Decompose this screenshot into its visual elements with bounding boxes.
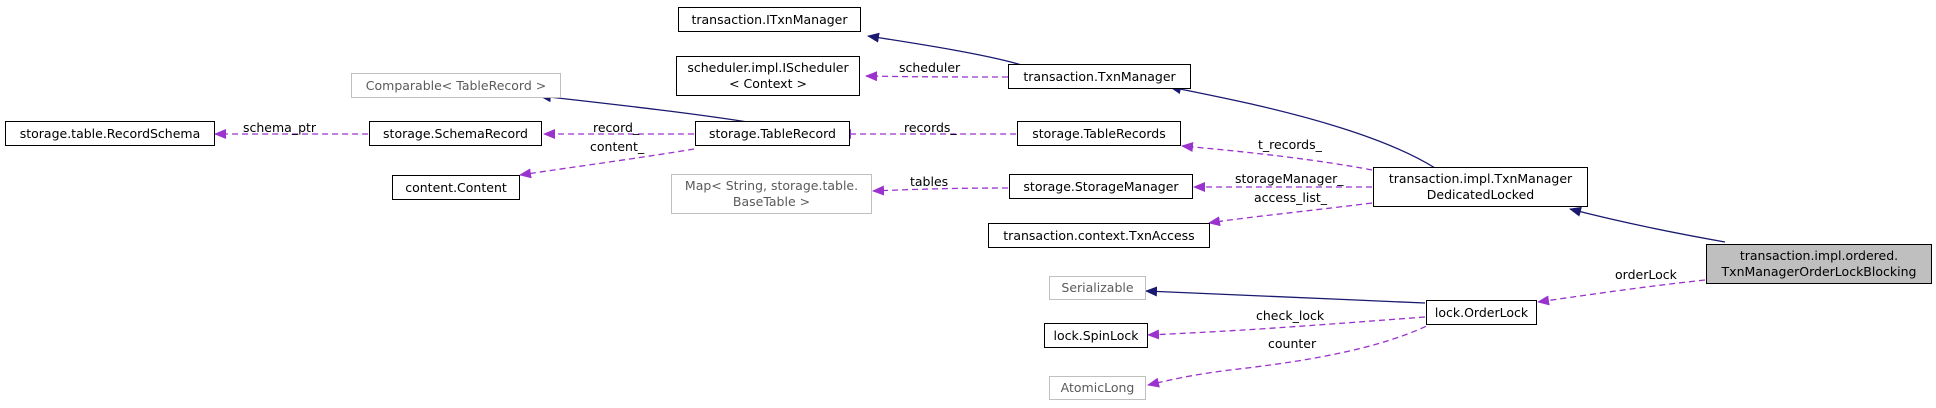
node-tablerecords[interactable]: storage.TableRecords (1017, 121, 1181, 146)
edge-orderlock-to-serializable (1145, 286, 1426, 304)
node-storagemanager[interactable]: storage.StorageManager (1009, 174, 1193, 199)
edge-tablerecord-to-comparable (539, 92, 761, 125)
node-comparable-label: Comparable< TableRecord > (365, 77, 547, 93)
edge-label-records: records_ (904, 120, 957, 135)
node-recordschema-label: storage.table.RecordSchema (19, 125, 201, 141)
edge-dedicated-t-records (1181, 141, 1373, 171)
edge-tablerecord-content (519, 148, 695, 179)
node-focus-label-1: transaction.impl.ordered. (1739, 248, 1899, 263)
node-dedicated[interactable]: transaction.impl.TxnManager DedicatedLoc… (1373, 167, 1588, 207)
node-dedicated-label-1: transaction.impl.TxnManager (1388, 171, 1573, 186)
edge-label-counter: counter (1268, 336, 1317, 351)
node-txnaccess[interactable]: transaction.context.TxnAccess (988, 223, 1210, 248)
node-schemarecord-label: storage.SchemaRecord (383, 125, 528, 141)
node-map-label-2: BaseTable > (732, 194, 811, 209)
node-map-label-1: Map< String, storage.table. (684, 178, 859, 193)
node-content-label: content.Content (405, 179, 507, 195)
edge-orderlock-check-lock (1147, 316, 1426, 340)
edge-label-order-lock: orderLock (1615, 267, 1677, 282)
node-focus-label-2: TxnManagerOrderLockBlocking (1721, 264, 1917, 279)
node-itxnmanager-label: transaction.ITxnManager (691, 11, 848, 27)
node-itxnmanager[interactable]: transaction.ITxnManager (678, 7, 861, 32)
node-orderlock[interactable]: lock.OrderLock (1426, 300, 1537, 325)
edge-txnmanager-scheduler (865, 71, 1009, 82)
edge-label-record: record_ (593, 120, 640, 135)
edge-focus-to-dedicated (1569, 206, 1726, 243)
edge-label-check-lock: check_lock (1256, 308, 1325, 323)
node-comparable[interactable]: Comparable< TableRecord > (351, 73, 561, 98)
edge-dedicated-access-list (1208, 202, 1373, 227)
node-spinlock[interactable]: lock.SpinLock (1044, 323, 1148, 348)
node-ischeduler[interactable]: scheduler.impl.IScheduler < Context > (676, 56, 860, 96)
edge-label-access-list: access_list_ (1254, 190, 1327, 205)
node-schemarecord[interactable]: storage.SchemaRecord (369, 121, 542, 146)
edge-label-storage-manager: storageManager_ (1235, 171, 1344, 186)
edge-focus-order-lock (1537, 279, 1706, 306)
node-tablerecords-label: storage.TableRecords (1032, 125, 1166, 141)
node-map[interactable]: Map< String, storage.table. BaseTable > (671, 174, 872, 214)
node-atomiclong-label: AtomicLong (1060, 380, 1135, 395)
node-focus-orderlockblocking[interactable]: transaction.impl.ordered. TxnManagerOrde… (1706, 244, 1932, 284)
node-atomiclong[interactable]: AtomicLong (1049, 376, 1146, 400)
edge-orderlock-counter (1147, 321, 1436, 388)
edge-label-tables: tables (910, 174, 949, 189)
edge-label-scheduler: scheduler (899, 60, 961, 75)
node-txnmanager[interactable]: transaction.TxnManager (1008, 64, 1191, 89)
node-tablerecord[interactable]: storage.TableRecord (695, 121, 850, 146)
node-dedicated-label-2: DedicatedLocked (1426, 187, 1535, 202)
node-serializable[interactable]: Serializable (1049, 276, 1146, 300)
node-txnmanager-label: transaction.TxnManager (1023, 68, 1176, 84)
node-ischeduler-label-2: < Context > (729, 76, 807, 91)
node-ischeduler-label-1: scheduler.impl.IScheduler (687, 60, 849, 75)
node-content[interactable]: content.Content (392, 175, 520, 200)
edge-storagemanager-tables (872, 185, 1009, 196)
edge-label-schema-ptr: schema_ptr (243, 120, 317, 135)
edge-txnmanager-to-itxnmanager (867, 32, 1026, 67)
node-recordschema[interactable]: storage.table.RecordSchema (5, 121, 215, 146)
edge-label-content: content_ (590, 139, 645, 154)
node-spinlock-label: lock.SpinLock (1053, 327, 1139, 343)
node-serializable-label: Serializable (1061, 280, 1134, 295)
node-tablerecord-label: storage.TableRecord (709, 125, 836, 141)
node-storagemanager-label: storage.StorageManager (1023, 178, 1179, 194)
node-orderlock-label: lock.OrderLock (1434, 304, 1529, 320)
node-txnaccess-label: transaction.context.TxnAccess (1003, 227, 1195, 243)
edge-dedicated-to-txnmanager (1169, 84, 1436, 169)
edge-label-t-records: t_records_ (1258, 137, 1322, 152)
